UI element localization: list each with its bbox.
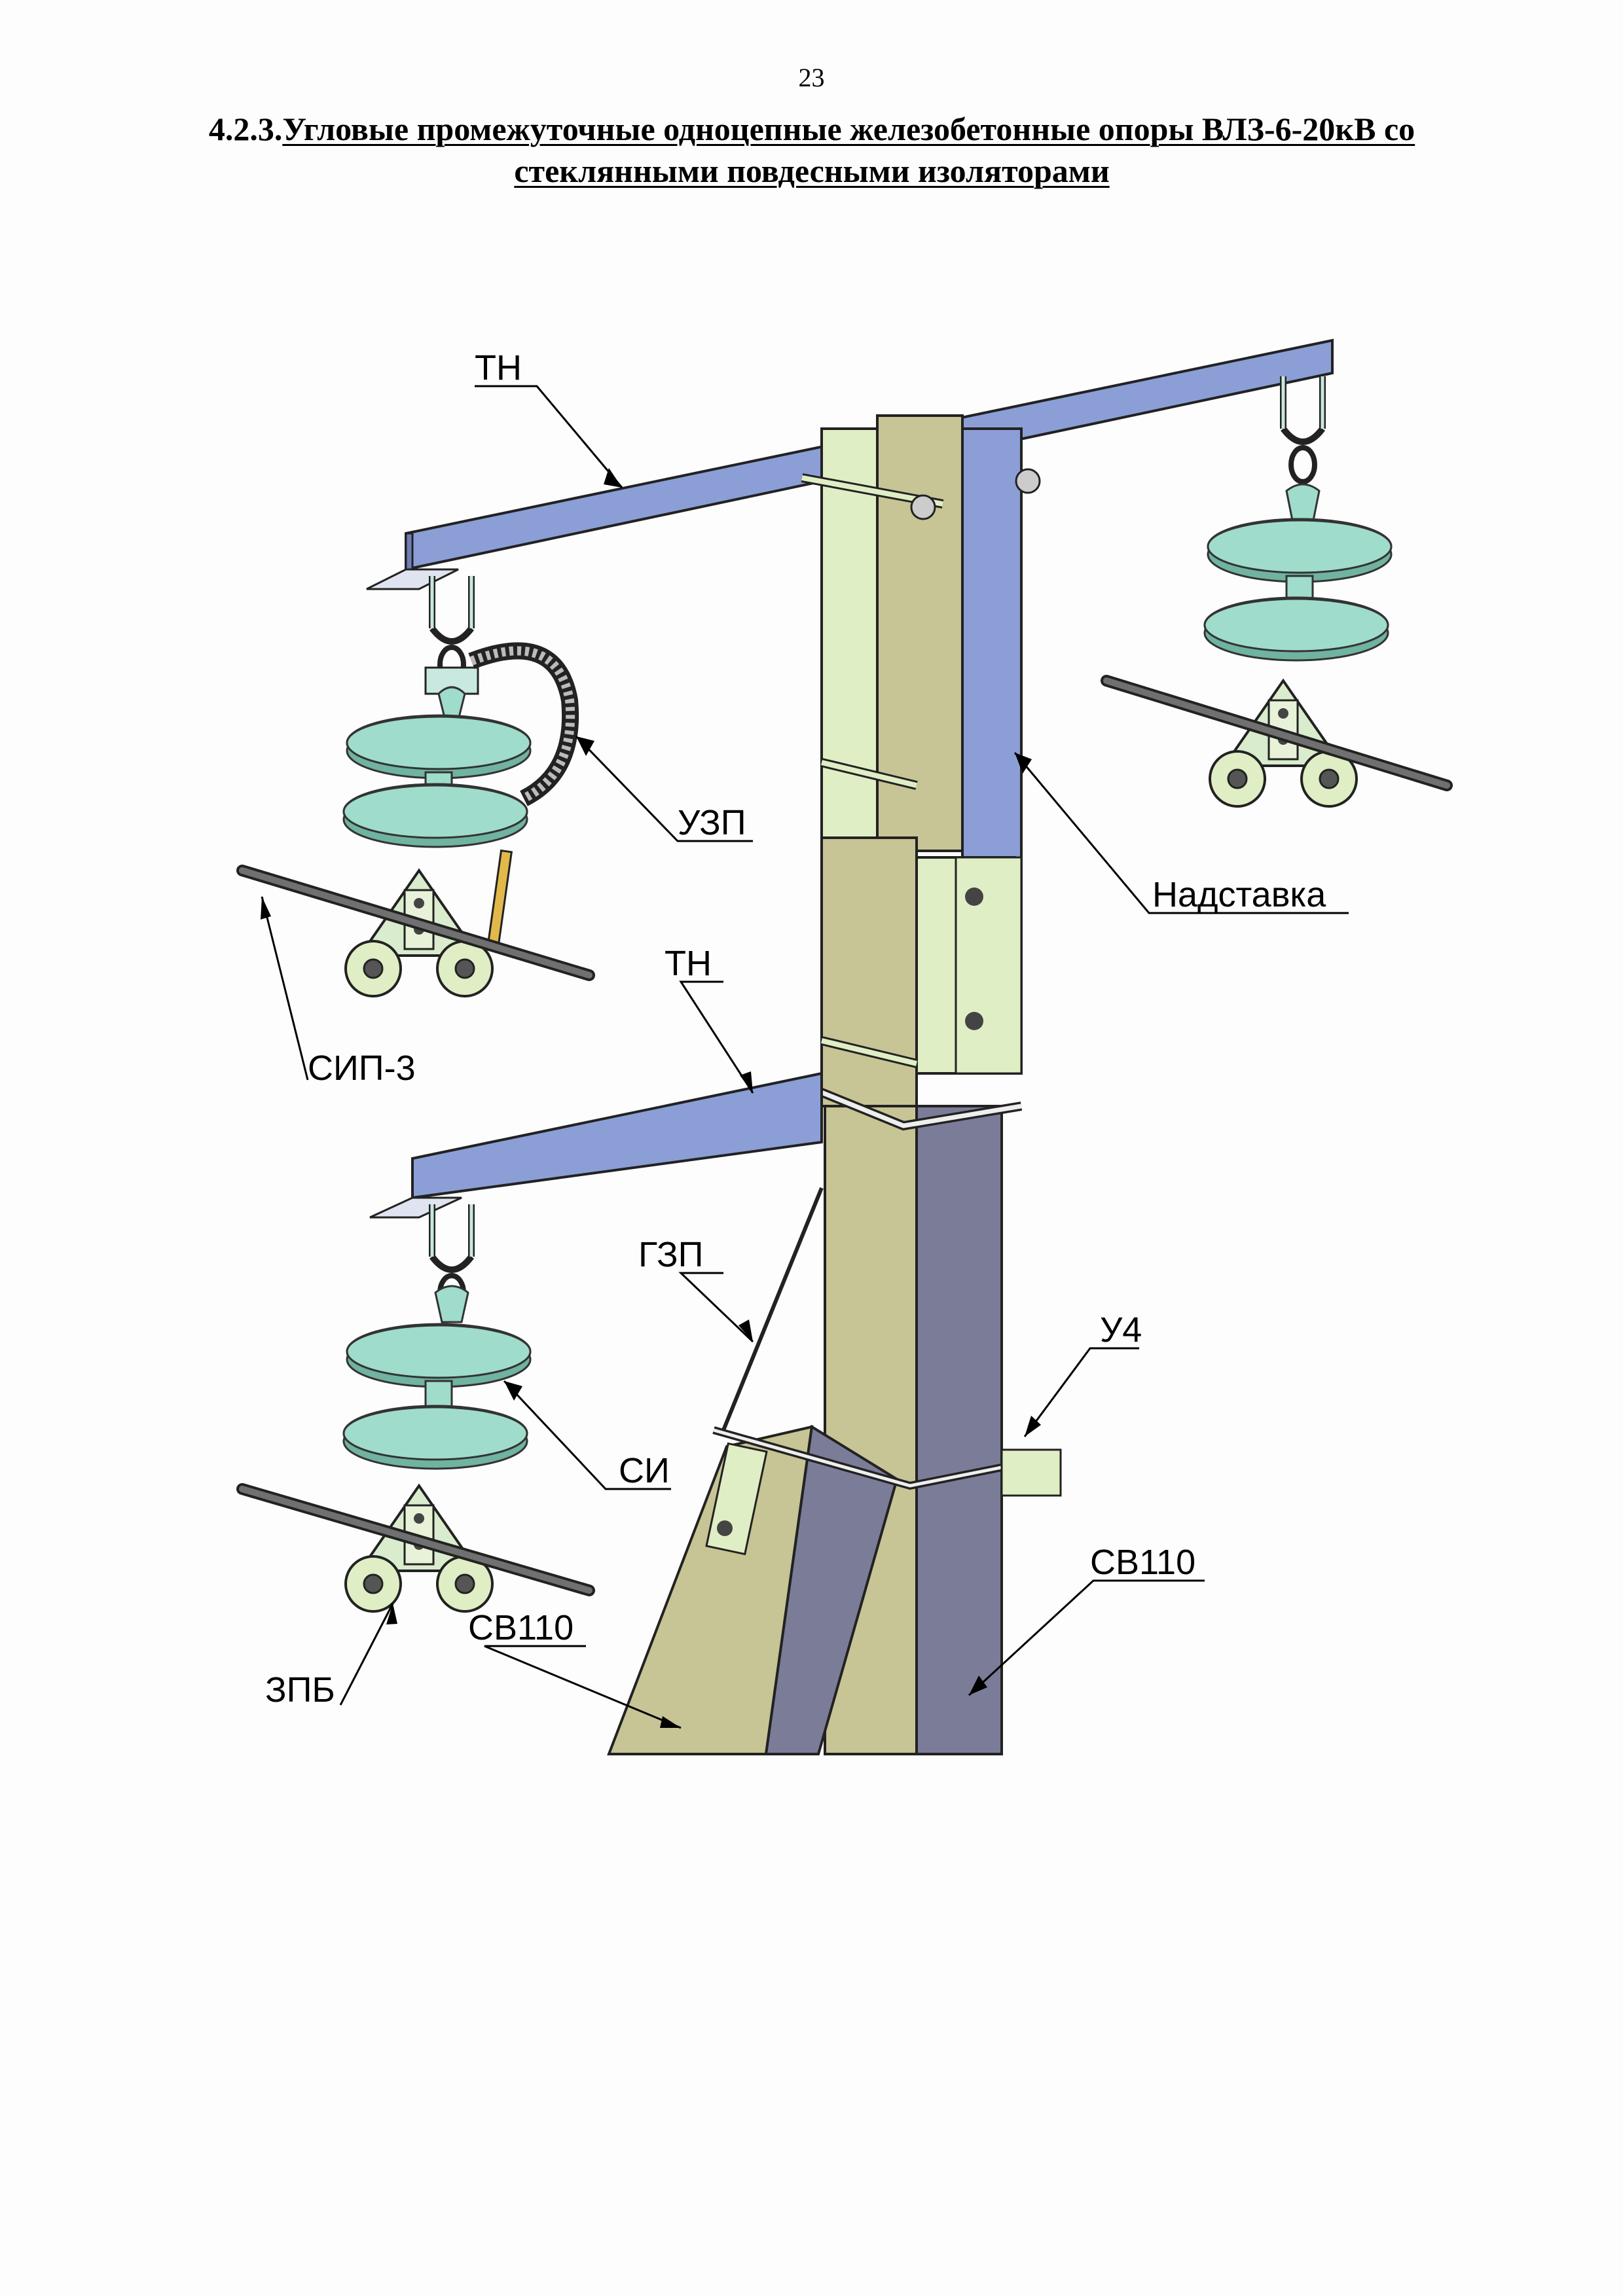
label-nadstavka: Надставка <box>1152 875 1326 914</box>
label-sip3: СИП-3 <box>308 1049 416 1088</box>
label-si: СИ <box>619 1451 670 1490</box>
label-tn-top: ТН <box>475 348 522 387</box>
label-uzp: УЗП <box>678 803 746 842</box>
insulator-string-right <box>1203 376 1393 808</box>
heading-line-1: Угловые промежуточные одноцепные железоб… <box>282 111 1415 147</box>
heading-number: 4.2.3. <box>208 111 283 147</box>
label-tn-middle: ТН <box>665 944 712 983</box>
middle-crossarm <box>369 1071 823 1219</box>
label-gzp: ГЗП <box>638 1235 703 1274</box>
arc-horn <box>486 849 513 951</box>
leader-arrowheads <box>261 468 1041 1728</box>
page-number: 23 <box>798 63 825 92</box>
strut-pole <box>607 1424 899 1755</box>
insulator-string-bottom-left <box>342 1204 532 1613</box>
insulator-string-top-left <box>342 576 532 997</box>
label-sv110-left: СВ110 <box>468 1608 574 1647</box>
label-zpb: ЗПБ <box>265 1670 335 1710</box>
leader-lines <box>261 385 1349 1729</box>
label-u4: У4 <box>1100 1310 1142 1350</box>
page-heading: 4.2.3.Угловые промежуточные одноцепные ж… <box>118 108 1506 192</box>
u4-band-clamp <box>712 1426 1062 1497</box>
extension-frame <box>801 414 1041 1107</box>
heading-line-2: стеклянными повдесными изоляторами <box>514 152 1110 189</box>
grounding-wire <box>721 1187 824 1431</box>
label-sv110-right: СВ110 <box>1090 1543 1195 1582</box>
concrete-pole <box>824 1105 1003 1755</box>
